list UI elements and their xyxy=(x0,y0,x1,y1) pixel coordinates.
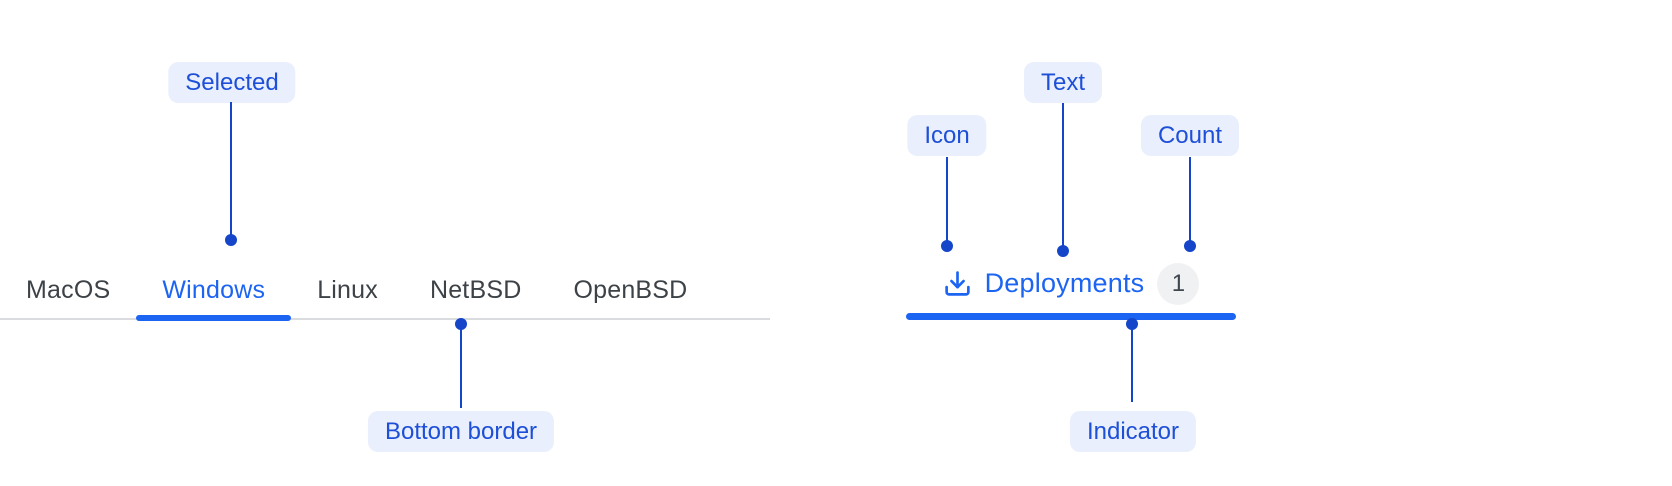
annotation-bottom-border-line xyxy=(460,329,462,408)
tab-label-macos: MacOS xyxy=(26,276,111,304)
annotation-indicator-label: Indicator xyxy=(1069,411,1197,452)
annotation-text-line xyxy=(1062,103,1064,246)
active-tab-indicator xyxy=(906,313,1236,320)
annotation-count-label: Count xyxy=(1140,115,1240,156)
annotation-bottom-border-label: Bottom border xyxy=(367,411,555,452)
deployments-tab-label: Deployments xyxy=(984,268,1145,298)
download-icon xyxy=(943,269,972,298)
selected-tab-underline xyxy=(136,315,292,321)
deployments-tab[interactable]: Deployments 1 xyxy=(906,261,1236,320)
tab-label-linux: Linux xyxy=(317,276,378,304)
annotation-indicator-line xyxy=(1131,329,1133,402)
annotation-text-label: Text xyxy=(1023,62,1103,103)
tab-openbsd[interactable]: OpenBSD xyxy=(547,266,713,314)
annotation-selected-dot xyxy=(225,234,237,246)
tab-label-openbsd: OpenBSD xyxy=(573,276,688,304)
count-badge: 1 xyxy=(1157,262,1200,305)
tab-macos[interactable]: MacOS xyxy=(0,266,136,314)
annotation-selected-label: Selected xyxy=(168,62,296,103)
annotation-count-dot xyxy=(1184,240,1196,252)
tab-linux[interactable]: Linux xyxy=(291,266,404,314)
annotation-bottom-border-dot xyxy=(455,318,467,330)
annotation-indicator-dot xyxy=(1126,318,1138,330)
os-tab-bar: MacOS Windows Linux NetBSD OpenBSD xyxy=(0,266,770,321)
annotation-count-line xyxy=(1189,157,1191,241)
annotation-icon-dot xyxy=(941,240,953,252)
annotation-text-dot xyxy=(1057,245,1069,257)
tab-windows[interactable]: Windows xyxy=(136,266,292,321)
deployments-tab-content: Deployments 1 xyxy=(906,261,1236,306)
annotation-selected-line xyxy=(230,102,232,235)
tab-netbsd[interactable]: NetBSD xyxy=(404,266,548,314)
tab-label-windows: Windows xyxy=(162,276,266,304)
annotation-icon-line xyxy=(946,157,948,241)
tab-label-netbsd: NetBSD xyxy=(429,276,522,304)
annotation-icon-label: Icon xyxy=(907,115,987,156)
